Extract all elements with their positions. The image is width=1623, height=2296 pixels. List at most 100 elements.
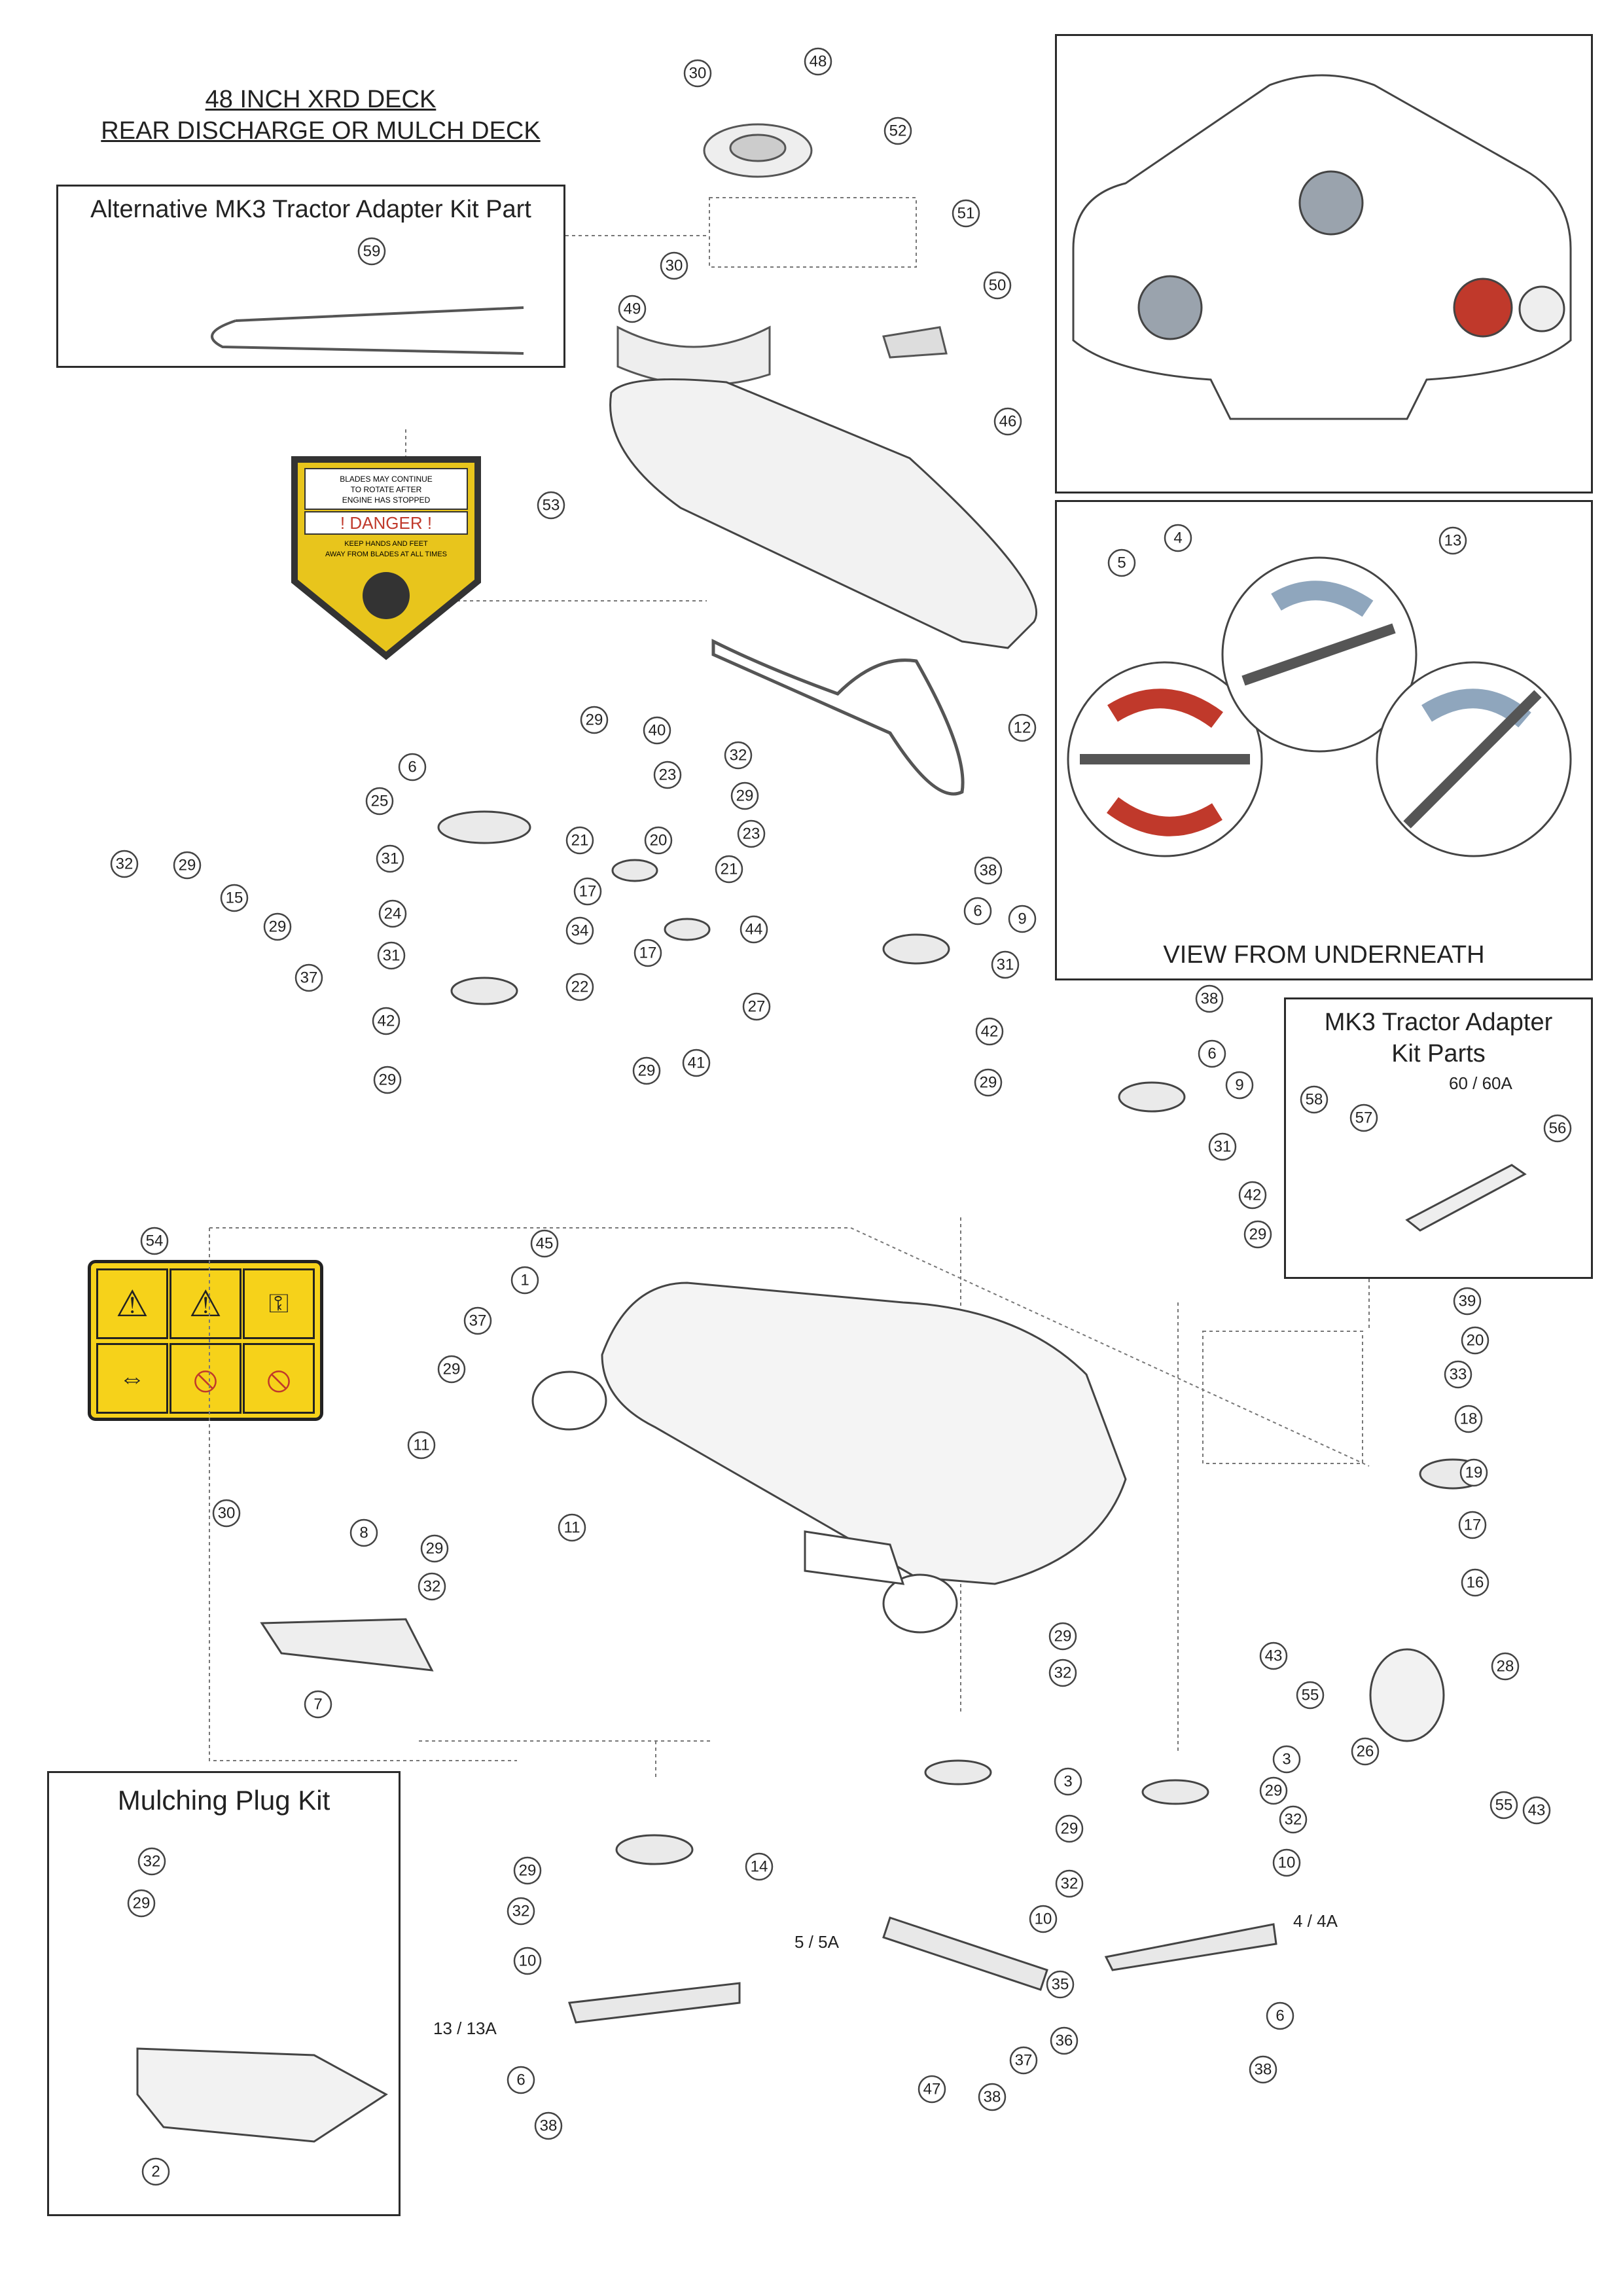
callout-17: 17 — [633, 939, 662, 967]
callout-number: 29 — [1061, 1820, 1079, 1838]
callout-circle — [1195, 984, 1224, 1013]
callout-circle — [618, 295, 647, 323]
top-view-drawing — [1072, 74, 1572, 420]
underneath-label: VIEW FROM UNDERNEATH — [1163, 941, 1485, 969]
callout-32: 32 — [110, 850, 139, 878]
danger-decal: BLADES MAY CONTINUE TO ROTATE AFTER ENGI… — [291, 456, 481, 660]
blade-center — [1241, 623, 1396, 686]
callout-number: 37 — [469, 1312, 487, 1330]
callout-circle — [952, 199, 980, 228]
blades — [567, 1916, 1277, 2024]
callout-circle — [740, 915, 768, 944]
callout-number: 8 — [359, 1524, 368, 1542]
callout-circle — [263, 912, 292, 941]
callout-circle — [1543, 1114, 1572, 1143]
callout-6: 6 — [398, 753, 427, 781]
callout-circle — [1272, 1745, 1301, 1774]
callout-number: 29 — [980, 1074, 997, 1092]
callout-number: 3 — [1063, 1773, 1072, 1791]
callout-number: 21 — [721, 861, 738, 878]
callout-circle — [110, 850, 139, 878]
callout-number: 29 — [519, 1862, 537, 1880]
callout-31: 31 — [1208, 1132, 1237, 1161]
callout-circle — [212, 1499, 241, 1528]
callout-circle — [507, 1897, 535, 1926]
callout-number: 15 — [226, 889, 243, 907]
keep-distance-icon: ⇔ — [96, 1343, 168, 1414]
callout-number: 20 — [1467, 1332, 1484, 1350]
callout-29: 29 — [420, 1534, 449, 1563]
callout-40: 40 — [643, 716, 671, 745]
callout-48: 48 — [804, 47, 832, 76]
underneath-drawing — [1067, 556, 1572, 857]
callout-number: 29 — [179, 857, 196, 874]
callout-number: 32 — [512, 1903, 530, 1920]
callout-31: 31 — [376, 844, 404, 873]
callout-29: 29 — [1243, 1220, 1272, 1249]
callout-number: 30 — [666, 257, 683, 275]
callout-circle — [632, 1056, 661, 1085]
callout-36: 36 — [1050, 2026, 1079, 2055]
mulching-plug — [136, 2047, 388, 2143]
alt-kit-panel: Alternative MK3 Tractor Adapter Kit Part — [56, 185, 565, 368]
callout-number: 32 — [143, 1853, 161, 1871]
callout-number: 42 — [981, 1023, 999, 1041]
callout-circle — [1050, 2026, 1079, 2055]
callout-number: 43 — [1528, 1802, 1546, 1820]
callout-55: 55 — [1489, 1791, 1518, 1820]
callout-number: 7 — [313, 1696, 322, 1713]
callout-32: 32 — [418, 1572, 446, 1601]
callout-number: 39 — [1459, 1293, 1476, 1310]
callout-number: 3 — [1282, 1751, 1291, 1768]
callout-10: 10 — [1029, 1905, 1058, 1933]
callout-circle — [173, 851, 202, 880]
callout-circle — [1008, 713, 1037, 742]
callout-number: 25 — [371, 793, 389, 810]
callout-number: 13 — [1444, 532, 1462, 550]
callout-4: 4 — [1164, 524, 1192, 552]
callout-number: 5 — [1117, 554, 1126, 572]
callout-29: 29 — [437, 1355, 466, 1384]
callout-circle — [1438, 526, 1467, 555]
callout-10: 10 — [1272, 1848, 1301, 1877]
spindles — [615, 1759, 1209, 1865]
callout-circle — [580, 706, 609, 734]
warning-decal: ⚠ ⚠ ⚿ ⇔ ⦸ ⦸ — [88, 1260, 323, 1421]
callout-number: 45 — [536, 1235, 554, 1253]
callout-9: 9 — [1225, 1071, 1254, 1100]
callout-42: 42 — [975, 1017, 1004, 1046]
callout-number: 58 — [1306, 1091, 1323, 1109]
callout-number: 2 — [151, 2163, 160, 2181]
callout-circle — [530, 1229, 559, 1258]
callout-circle — [1048, 1622, 1077, 1651]
callout-29: 29 — [974, 1068, 1003, 1097]
callout-45: 45 — [530, 1229, 559, 1258]
callout-circle — [883, 117, 912, 145]
callout-circle — [1046, 1970, 1075, 1999]
callout-circle — [745, 1852, 774, 1881]
callout-number: 11 — [564, 1519, 580, 1537]
callout-6: 6 — [1266, 2001, 1294, 2030]
callout-circle — [1259, 1641, 1288, 1670]
callout-20: 20 — [1461, 1326, 1489, 1355]
callout-37: 37 — [1009, 2046, 1038, 2075]
callout-number: 29 — [586, 711, 603, 729]
mk3-kit-title-2: Kit Parts — [1391, 1040, 1486, 1067]
callout-number: 10 — [1035, 1910, 1052, 1928]
callout-44: 44 — [740, 915, 768, 944]
callout-number: 46 — [999, 413, 1017, 431]
callout-29: 29 — [373, 1066, 402, 1094]
callout-number: 29 — [1265, 1782, 1283, 1800]
callout-number: 11 — [414, 1437, 430, 1454]
alternate-belt-shape — [211, 306, 524, 355]
danger-decal-line-4: KEEP HANDS AND FEET — [344, 540, 428, 548]
callout-39: 39 — [1453, 1287, 1482, 1316]
rotation-arrow-left — [1107, 689, 1223, 728]
callout-circle — [683, 59, 712, 88]
callout-25: 25 — [365, 787, 394, 816]
callout-number: 29 — [133, 1895, 151, 1912]
callout-51: 51 — [952, 199, 980, 228]
callout-circle — [1054, 1767, 1082, 1796]
callout-16: 16 — [1461, 1568, 1489, 1597]
